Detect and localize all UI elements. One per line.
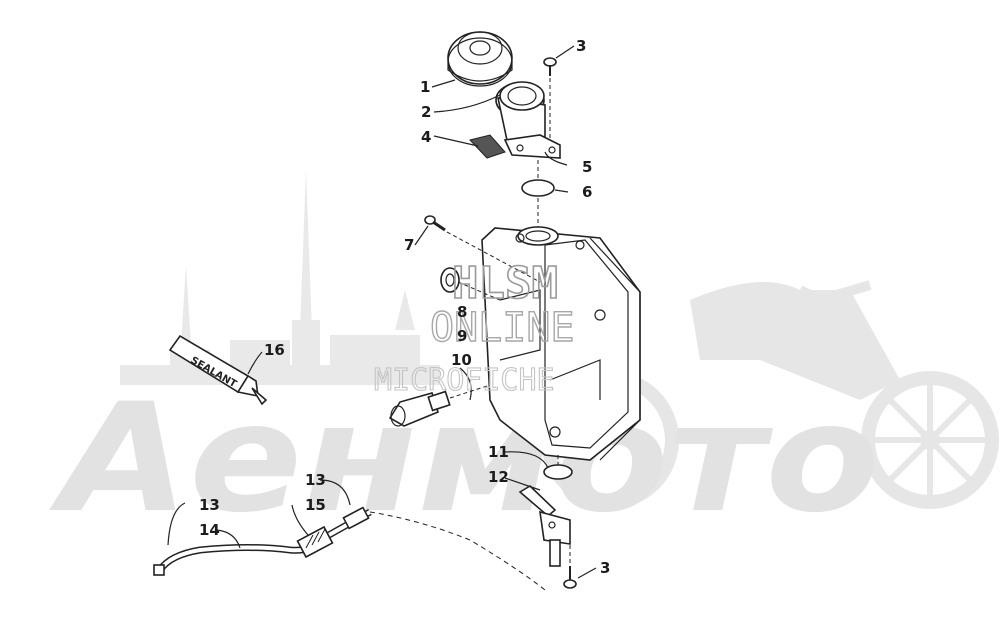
callout-2: 2 (421, 103, 431, 121)
mounting-screw-left (424, 215, 446, 232)
callout-10: 10 (451, 351, 472, 369)
callout-5: 5 (582, 158, 592, 176)
leader-lines (167, 45, 597, 579)
callout-13-lower: 13 (199, 496, 220, 514)
callout-13-upper: 13 (305, 471, 326, 489)
filler-neck (496, 81, 561, 159)
watermark-hlsm: HLSM (452, 258, 558, 309)
callout-1: 1 (420, 78, 430, 96)
callout-9: 9 (457, 327, 467, 345)
watermark-online: ONLINE (430, 305, 575, 351)
callout-11: 11 (488, 443, 509, 461)
callout-3-bottom: 3 (600, 559, 610, 577)
o-ring-top (521, 179, 555, 197)
grommet (440, 267, 460, 293)
callout-16: 16 (264, 341, 285, 359)
callout-labels: 1 2 3 4 5 6 7 8 9 10 11 12 13 13 14 15 1… (199, 37, 610, 577)
callout-15: 15 (305, 496, 326, 514)
filler-cap (447, 31, 513, 87)
top-screw (543, 57, 557, 76)
watermark-microfiche: MICROFICHE (374, 363, 555, 398)
callout-8: 8 (457, 303, 467, 321)
brand-logo-watermark: Аенмото (49, 372, 880, 546)
callout-6: 6 (582, 183, 592, 201)
hose-clamp (296, 525, 334, 559)
callout-14: 14 (199, 521, 220, 539)
callout-12: 12 (488, 468, 509, 486)
warning-decal (469, 134, 506, 159)
screw-left-guide (446, 231, 541, 283)
grommet-guide (457, 281, 501, 301)
bottom-screw (563, 566, 577, 589)
oil-tank (481, 226, 641, 461)
callout-3-top: 3 (576, 37, 586, 55)
hlsm-watermark: HLSM ONLINE MICROFICHE (373, 257, 575, 398)
callout-7: 7 (404, 236, 414, 254)
callout-4: 4 (421, 128, 431, 146)
sensor-guide (449, 384, 491, 399)
oil-level-sensor (388, 390, 451, 427)
outlet-fitting (518, 484, 571, 567)
oil-hose (153, 506, 546, 591)
